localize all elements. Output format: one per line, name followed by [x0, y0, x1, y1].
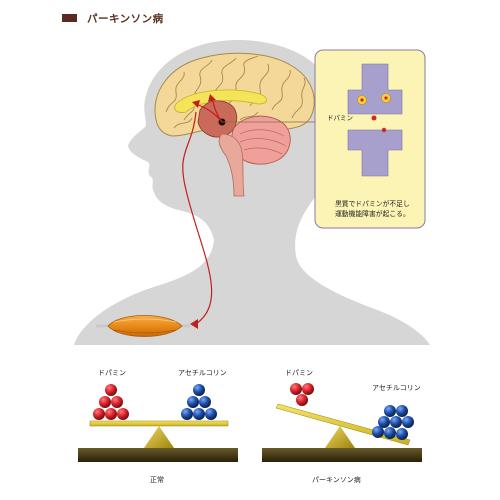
normal-dopamine-label: ドパミン — [98, 369, 126, 377]
normal-ground — [78, 448, 238, 462]
arrow-head-2 — [208, 94, 216, 102]
parkinson-dopamine-balls — [290, 383, 314, 406]
corpus-callosum — [174, 89, 267, 113]
inset-caption-line1: 黒質でドパミンが不足し — [335, 199, 410, 208]
title-swatch-icon — [62, 14, 77, 22]
parkinson-dopamine-label: ドパミン — [285, 369, 313, 377]
parkinson-caption: パーキンソン病 — [312, 475, 361, 484]
normal-acetylcholine-balls — [181, 384, 217, 420]
inset-caption-line2: 運動機能障害が起こる。 — [335, 209, 410, 218]
receptor-dot — [381, 127, 387, 133]
postsynaptic-neuron — [347, 129, 403, 177]
balance-parkinson: ドパミン アセチルコリン パーキンソン病 — [262, 369, 422, 484]
brainstem — [218, 133, 245, 197]
muscle — [96, 315, 190, 337]
inset-dopamine-label: ドパミン — [327, 114, 353, 122]
basal-ganglia — [197, 100, 238, 138]
arrow-head-muscle — [190, 319, 198, 329]
normal-caption: 正常 — [150, 475, 164, 484]
cerebellum-folds — [239, 129, 287, 155]
parkinson-acetylcholine-label: アセチルコリン — [372, 384, 421, 392]
page-title: パーキンソン病 — [87, 12, 164, 25]
normal-dopamine-balls — [93, 384, 129, 420]
synapse-inset: ドパミン 黒質でドパミンが不足し 運動機能障害が起こる。 — [314, 49, 426, 229]
parkinson-fulcrum — [325, 426, 355, 448]
normal-beam — [89, 420, 229, 427]
parkinson-ground — [262, 448, 422, 462]
normal-acetylcholine-label: アセチルコリン — [178, 369, 227, 377]
arrow-head-1 — [192, 100, 200, 108]
title-bar: パーキンソン病 — [62, 10, 164, 26]
normal-fulcrum — [144, 426, 174, 448]
balance-normal: ドパミン アセチルコリン 正常 — [78, 369, 238, 484]
dopamine-molecule — [371, 115, 377, 121]
parkinson-acetylcholine-balls — [372, 405, 414, 440]
